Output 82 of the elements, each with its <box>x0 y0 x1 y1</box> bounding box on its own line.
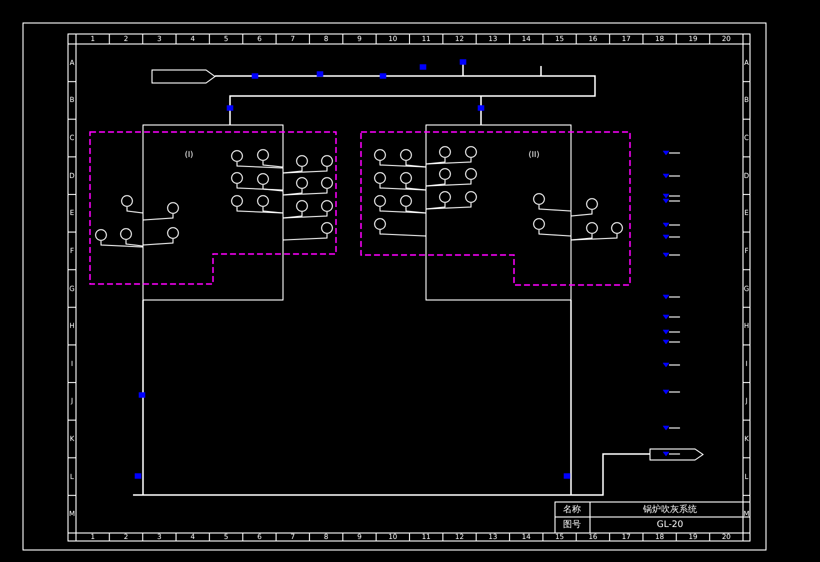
soot-blower-circle <box>167 227 179 239</box>
title-field-value: 锅炉吹灰系统 <box>643 506 697 514</box>
soot-blower-circle <box>321 222 333 234</box>
branch-line <box>142 238 174 246</box>
soot-blower-circle <box>296 155 308 167</box>
soot-blower-circle <box>400 172 412 184</box>
soot-blower-circle <box>586 222 598 234</box>
branch-line <box>262 160 284 168</box>
soot-blower-circle <box>321 200 333 212</box>
zone-label: (I) <box>184 151 194 159</box>
soot-blower-circle <box>257 173 269 185</box>
title-field-label: 图号 <box>563 521 581 529</box>
soot-blower-circle <box>465 168 477 180</box>
branch-line <box>426 158 446 164</box>
soot-blower-circle <box>231 150 243 162</box>
branch-line <box>406 160 426 168</box>
branch-line <box>126 240 144 246</box>
soot-blower-circle <box>533 218 545 230</box>
soot-blower-circle <box>400 195 412 207</box>
soot-blower-circle <box>257 195 269 207</box>
dashed-zone-outline <box>90 132 336 284</box>
soot-blower-circle <box>121 195 133 207</box>
branch-line <box>538 230 572 236</box>
title-field-label: 名称 <box>563 506 581 514</box>
pipe-tag <box>152 70 216 83</box>
branch-line <box>282 166 302 174</box>
soot-blower-circle <box>95 229 107 241</box>
branch-line <box>426 180 446 186</box>
soot-blower-circle <box>231 195 243 207</box>
soot-blower-circle <box>374 149 386 161</box>
pipe-tag <box>650 449 704 460</box>
branch-line <box>380 206 426 214</box>
branch-line <box>380 184 426 190</box>
branch-line <box>426 158 472 164</box>
soot-blower-circle <box>321 177 333 189</box>
branch-line <box>282 212 328 218</box>
branch-line <box>406 184 426 190</box>
branch-line <box>282 188 302 196</box>
soot-blower-circle <box>374 218 386 230</box>
soot-blower-circle <box>374 195 386 207</box>
branch-line <box>282 188 328 196</box>
soot-blower-circle <box>611 222 623 234</box>
soot-blower-circle <box>439 168 451 180</box>
branch-line <box>380 160 426 168</box>
branch-line <box>236 162 284 168</box>
branch-line <box>142 214 174 220</box>
branch-line <box>426 202 472 210</box>
soot-blower-circle <box>257 149 269 161</box>
branch-line <box>426 202 446 210</box>
soot-blower-circle <box>374 172 386 184</box>
zone-label: (II) <box>528 151 540 159</box>
soot-blower-circle <box>586 198 598 210</box>
branch-line <box>406 206 426 214</box>
soot-blower-circle <box>465 191 477 203</box>
branch-line <box>570 234 618 240</box>
soot-blower-circle <box>167 202 179 214</box>
branch-line <box>236 206 284 214</box>
soot-blower-circle <box>296 177 308 189</box>
soot-blower-circle <box>400 149 412 161</box>
title-field-value: GL-20 <box>656 521 684 529</box>
soot-blower-circle <box>120 228 132 240</box>
dashed-zone-outline <box>361 132 630 285</box>
soot-blower-circle <box>533 193 545 205</box>
branch-line <box>380 230 426 236</box>
branch-line <box>570 210 592 216</box>
branch-line <box>236 184 284 190</box>
branch-line <box>282 234 328 240</box>
soot-blower-circle <box>296 200 308 212</box>
soot-blower-circle <box>231 172 243 184</box>
branch-line <box>262 184 284 192</box>
soot-blower-circle <box>439 146 451 158</box>
branch-line <box>538 204 572 212</box>
branch-line <box>100 240 144 248</box>
branch-line <box>570 234 592 240</box>
branch-line <box>282 212 302 218</box>
soot-blower-circle <box>465 146 477 158</box>
soot-blower-circle <box>321 155 333 167</box>
branch-line <box>282 166 328 174</box>
branch-line <box>262 206 284 214</box>
branch-line <box>426 180 472 186</box>
soot-blower-circle <box>439 191 451 203</box>
branch-line <box>126 206 144 214</box>
